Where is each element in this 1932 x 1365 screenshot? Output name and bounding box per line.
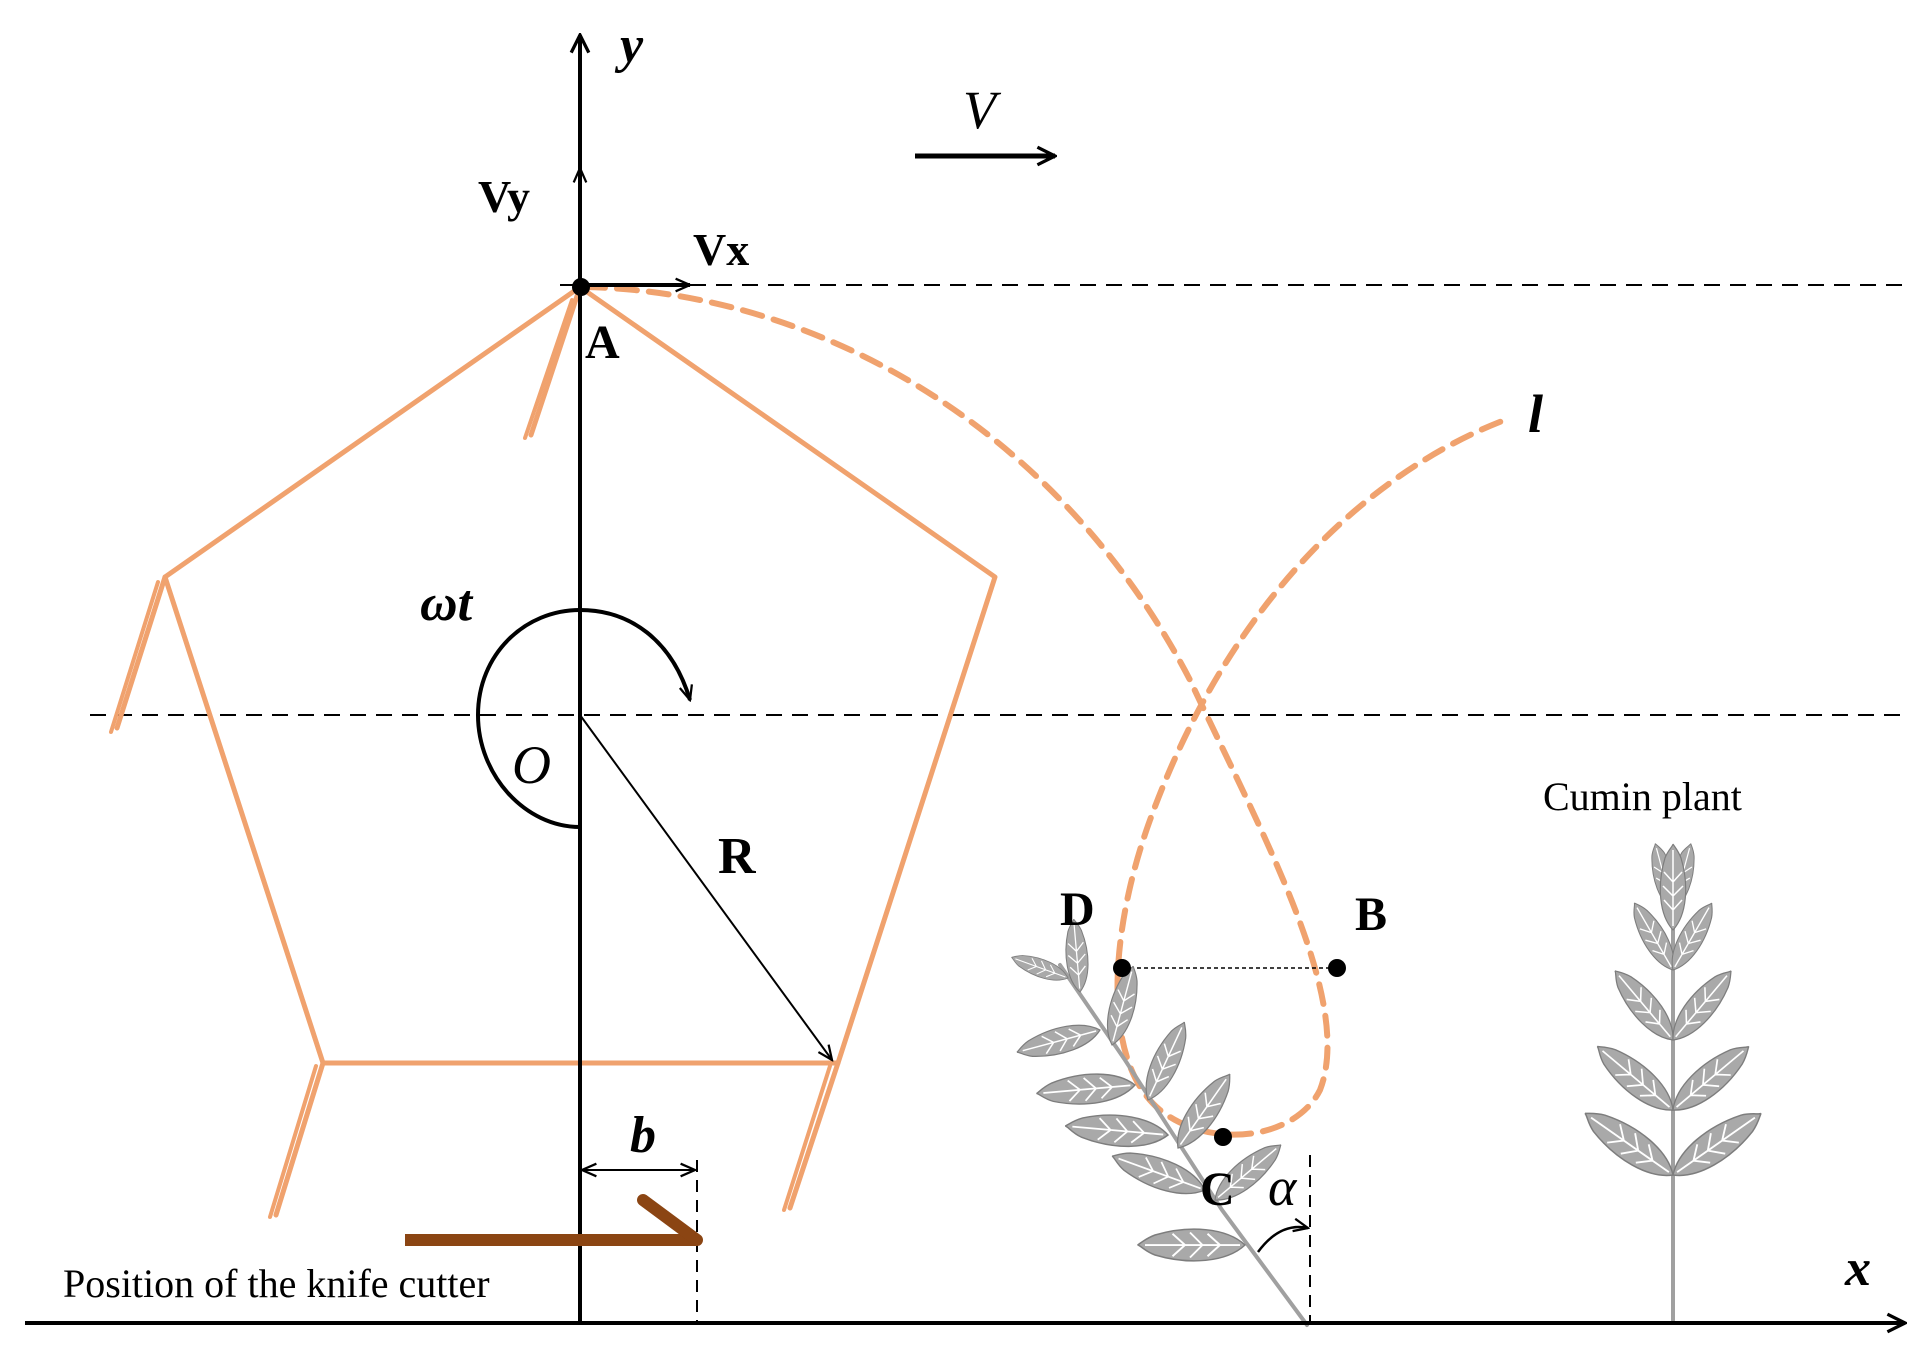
point-b-label: B [1355, 888, 1387, 941]
point-a-dot [572, 278, 590, 296]
point-a-label: A [585, 316, 620, 369]
trajectory-label: l [1528, 384, 1543, 444]
radius-label: R [718, 828, 757, 885]
center-o-label: O [512, 735, 551, 795]
x-axis-label: x [1844, 1240, 1871, 1297]
distance-b-label: b [630, 1107, 656, 1164]
omega-t-arc [475, 607, 690, 829]
point-c-dot [1214, 1128, 1232, 1146]
cumin-plant-label: Cumin plant [1543, 774, 1742, 819]
reel-frame [109, 284, 998, 1219]
radius-arrow [579, 714, 832, 1060]
vy-label: Vy [478, 171, 530, 222]
cumin-plant-tilted [1007, 917, 1309, 1327]
cumin-plant-upright [1574, 840, 1772, 1322]
omega-t-label: ωt [420, 575, 474, 632]
alpha-label: α [1268, 1157, 1298, 1217]
point-d-label: D [1060, 883, 1095, 936]
vx-label: Vx [693, 224, 749, 275]
point-b-dot [1328, 959, 1346, 977]
y-axis-label: y [614, 17, 644, 74]
knife-cutter-label: Position of the knife cutter [63, 1261, 490, 1306]
alpha-arc [1256, 1227, 1308, 1253]
point-d-dot [1113, 959, 1131, 977]
point-c-label: C [1200, 1163, 1235, 1216]
trajectory-curve [582, 284, 1513, 1138]
knife-cutter [405, 1194, 703, 1246]
velocity-label: V [963, 80, 1002, 140]
